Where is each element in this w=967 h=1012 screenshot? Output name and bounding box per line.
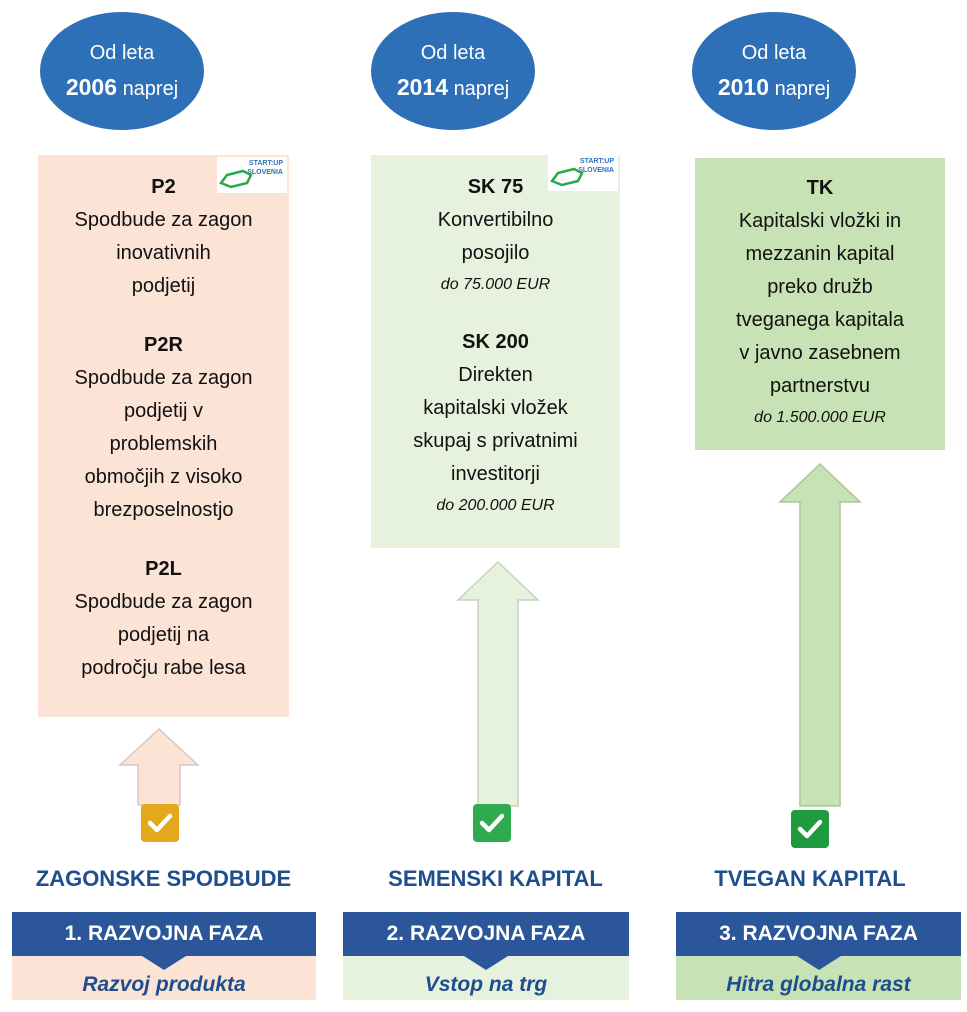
phase-notch (464, 956, 508, 970)
slovenia-map-icon (550, 167, 584, 187)
startup-slovenia-logo: START:UP SLOVENIA (217, 157, 287, 193)
program-desc-line: skupaj s privatnimi (413, 430, 578, 452)
phase-header-1: 1. RAZVOJNA FAZA (12, 912, 316, 956)
phase-notch (797, 956, 841, 970)
phase-header-3: 3. RAZVOJNA FAZA (676, 912, 961, 956)
up-arrow-icon (778, 462, 862, 807)
oval-onward: naprej (774, 78, 831, 100)
oval-year: 2006 (65, 74, 117, 100)
program-desc-line: brezposelnostjo (93, 499, 234, 521)
phase-subtitle-text: Vstop na trg (424, 973, 548, 996)
up-arrow-icon (118, 727, 200, 806)
program-desc-line: Spodbude za zagon (74, 591, 253, 613)
phase-notch (142, 956, 186, 970)
slovenia-map-icon (219, 169, 253, 189)
program-box-3: TK Kapitalski vložki in mezzanin kapital… (695, 158, 945, 450)
logo-text: START:UP (579, 158, 614, 165)
program-code: TK (806, 177, 834, 199)
oval-onward: naprej (122, 78, 179, 100)
oval-year: 2014 (396, 74, 448, 100)
program-desc-line: podjetij (131, 275, 196, 297)
logo-text: SLOVENIA (247, 169, 283, 176)
logo-text: SLOVENIA (578, 167, 614, 174)
oval-from-label: Od leta (420, 42, 486, 64)
program-amount: do 1.500.000 EUR (754, 409, 886, 426)
program-desc-line: področju rabe lesa (81, 657, 246, 679)
program-desc-line: tveganega kapitala (736, 309, 904, 331)
program-desc-line: podjetij v (124, 400, 203, 422)
stage-title-1: ZAGONSKE SPODBUDE (35, 866, 292, 891)
stage-title-3: TVEGAN KAPITAL (714, 866, 906, 891)
program-code: P2 (151, 176, 176, 198)
program-desc-line: Spodbude za zagon (74, 367, 253, 389)
up-arrow-icon (456, 560, 540, 807)
program-desc-line: mezzanin kapital (745, 243, 895, 265)
program-amount: do 75.000 EUR (440, 276, 551, 293)
program-desc-line: Direkten (458, 364, 533, 386)
program-desc-line: investitorji (451, 463, 540, 485)
program-code: P2R (144, 334, 183, 356)
period-oval-1: Od leta 2006 naprej (40, 12, 204, 130)
oval-year: 2010 (717, 74, 769, 100)
program-desc-line: Konvertibilno (437, 209, 554, 231)
check-icon (141, 804, 179, 842)
program-desc-line: območjih z visoko (84, 466, 243, 488)
program-box-2: SK 75 Konvertibilno posojilo do 75.000 E… (371, 155, 620, 548)
program-desc-line: partnerstvu (769, 375, 871, 397)
startup-slovenia-logo: START:UP SLOVENIA (548, 155, 618, 191)
phase-subtitle-text: Hitra globalna rast (726, 973, 911, 996)
program-code: SK 200 (462, 331, 529, 353)
program-code: P2L (145, 558, 182, 580)
program-desc-line: v javno zasebnem (739, 342, 901, 364)
program-desc-line: Spodbude za zagon (74, 209, 253, 231)
oval-from-label: Od leta (89, 42, 155, 64)
check-icon (791, 810, 829, 848)
program-desc-line: Kapitalski vložki in (738, 210, 902, 232)
program-desc-line: podjetij na (117, 624, 210, 646)
period-oval-2: Od leta 2014 naprej (371, 12, 535, 130)
program-desc-line: inovativnih (116, 242, 211, 264)
period-oval-3: Od leta 2010 naprej (692, 12, 856, 130)
check-icon (473, 804, 511, 842)
program-desc-line: kapitalski vložek (423, 397, 568, 419)
oval-from-label: Od leta (741, 42, 807, 64)
program-desc-line: preko družb (767, 276, 873, 298)
program-desc-line: problemskih (109, 433, 218, 455)
logo-text: START:UP (248, 160, 283, 167)
program-code: SK 75 (467, 176, 524, 198)
program-amount: do 200.000 EUR (436, 497, 555, 514)
program-box-1: P2 Spodbude za zagon inovativnih podjeti… (38, 155, 289, 717)
stage-title-2: SEMENSKI KAPITAL (388, 866, 603, 891)
phase-header-2: 2. RAZVOJNA FAZA (343, 912, 629, 956)
oval-onward: naprej (453, 78, 510, 100)
program-desc-line: posojilo (461, 242, 530, 264)
phase-subtitle-text: Razvoj produkta (82, 973, 246, 996)
